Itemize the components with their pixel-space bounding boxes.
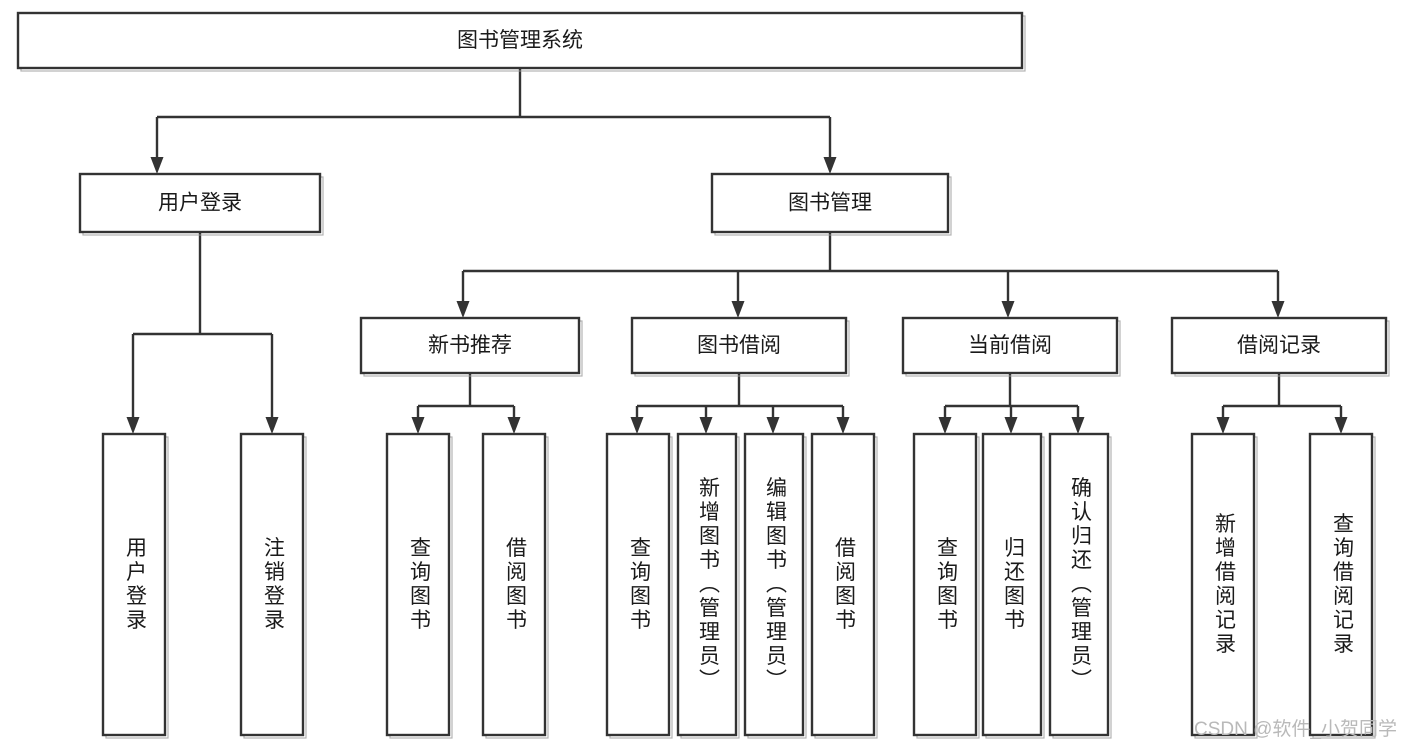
node-leaf-borrow-book[interactable]: 借阅图书 [810, 432, 878, 739]
node-label: 用户登录 [158, 192, 242, 215]
connector-book-borrow-bus [630, 373, 850, 434]
node-box[interactable] [810, 432, 876, 737]
node-leaf-return-book[interactable]: 归还图书 [981, 432, 1045, 739]
node-label: 新增图书（管理员） [696, 477, 720, 693]
node-box[interactable] [1190, 432, 1256, 737]
node-leaf-query-borrow-record[interactable]: 查询借阅记录 [1308, 432, 1376, 739]
node-box[interactable] [359, 316, 581, 375]
node-label: 当前借阅 [968, 334, 1052, 357]
connector-arrowhead [265, 417, 279, 434]
connector-root-bus [150, 68, 837, 174]
node-box[interactable] [630, 316, 848, 375]
node-label: 图书管理 [788, 192, 872, 215]
connector-arrowhead [150, 157, 164, 174]
node-root[interactable]: 图书管理系统 [16, 11, 1026, 72]
node-label: 归还图书 [1001, 537, 1025, 633]
connector-arrowhead [126, 417, 140, 434]
node-label: 借阅图书 [503, 537, 527, 633]
node-leaf-logout[interactable]: 注销登录 [239, 432, 307, 739]
node-label: 借阅记录 [1237, 334, 1321, 357]
node-box[interactable] [16, 11, 1024, 70]
connector-arrowhead [699, 417, 713, 434]
connector-arrowhead [411, 417, 425, 434]
node-leaf-query-book-borrow[interactable]: 查询图书 [605, 432, 673, 739]
connector-arrowhead [1071, 417, 1085, 434]
node-leaf-query-book-current[interactable]: 查询图书 [912, 432, 980, 739]
node-leaf-query-book-rec[interactable]: 查询图书 [385, 432, 453, 739]
edges-layer [126, 68, 1348, 434]
connector-arrowhead [1334, 417, 1348, 434]
node-label: 查询图书 [407, 537, 431, 633]
connector-arrowhead [823, 157, 837, 174]
node-box[interactable] [901, 316, 1119, 375]
node-box[interactable] [743, 432, 805, 737]
connector-arrowhead [731, 301, 745, 318]
node-label: 确认归还（管理员） [1068, 477, 1092, 693]
node-box[interactable] [1308, 432, 1374, 737]
node-box[interactable] [1048, 432, 1110, 737]
node-box[interactable] [239, 432, 305, 737]
connector-book-manage-bus [456, 232, 1285, 318]
node-box[interactable] [710, 172, 950, 234]
connector-arrowhead [1001, 301, 1015, 318]
node-box[interactable] [676, 432, 738, 737]
node-label: 查询借阅记录 [1330, 513, 1354, 657]
node-box[interactable] [981, 432, 1043, 737]
node-leaf-borrow-book-rec[interactable]: 借阅图书 [481, 432, 549, 739]
node-user-login[interactable]: 用户登录 [78, 172, 324, 236]
node-label: 新增借阅记录 [1212, 513, 1236, 657]
node-label: 编辑图书（管理员） [763, 477, 787, 693]
connector-user-login-bus [126, 232, 279, 434]
node-label: 用户登录 [123, 537, 147, 633]
node-box[interactable] [1170, 316, 1388, 375]
node-current-borrow[interactable]: 当前借阅 [901, 316, 1121, 377]
connector-arrowhead [507, 417, 521, 434]
connector-arrowhead [1004, 417, 1018, 434]
nodes-layer: 图书管理系统用户登录图书管理新书推荐图书借阅当前借阅借阅记录用户登录注销登录查询… [16, 11, 1390, 739]
node-box[interactable] [481, 432, 547, 737]
node-leaf-add-borrow-record[interactable]: 新增借阅记录 [1190, 432, 1258, 739]
connector-arrowhead [456, 301, 470, 318]
node-box[interactable] [101, 432, 167, 737]
node-borrow-record[interactable]: 借阅记录 [1170, 316, 1390, 377]
node-book-borrow[interactable]: 图书借阅 [630, 316, 850, 377]
node-label: 图书借阅 [697, 334, 781, 357]
node-leaf-confirm-return-admin[interactable]: 确认归还（管理员） [1048, 432, 1112, 739]
connector-arrowhead [938, 417, 952, 434]
connector-arrowhead [1271, 301, 1285, 318]
node-label: 借阅图书 [832, 537, 856, 633]
node-box[interactable] [605, 432, 671, 737]
connector-arrowhead [630, 417, 644, 434]
node-label: 新书推荐 [428, 334, 512, 357]
node-leaf-edit-book-admin[interactable]: 编辑图书（管理员） [743, 432, 807, 739]
node-box[interactable] [78, 172, 322, 234]
connector-new-book-rec-bus [411, 373, 521, 434]
node-label: 注销登录 [261, 537, 285, 633]
node-new-book-rec[interactable]: 新书推荐 [359, 316, 583, 377]
connector-current-borrow-bus [938, 373, 1085, 434]
connector-arrowhead [836, 417, 850, 434]
node-box[interactable] [385, 432, 451, 737]
node-label: 查询图书 [627, 537, 651, 633]
node-leaf-user-login[interactable]: 用户登录 [101, 432, 169, 739]
node-leaf-add-book-admin[interactable]: 新增图书（管理员） [676, 432, 740, 739]
node-box[interactable] [912, 432, 978, 737]
connector-arrowhead [1216, 417, 1230, 434]
connector-borrow-record-bus [1216, 373, 1348, 434]
node-book-manage[interactable]: 图书管理 [710, 172, 952, 236]
node-label: 查询图书 [934, 537, 958, 633]
node-label: 图书管理系统 [457, 29, 583, 52]
connector-arrowhead [766, 417, 780, 434]
